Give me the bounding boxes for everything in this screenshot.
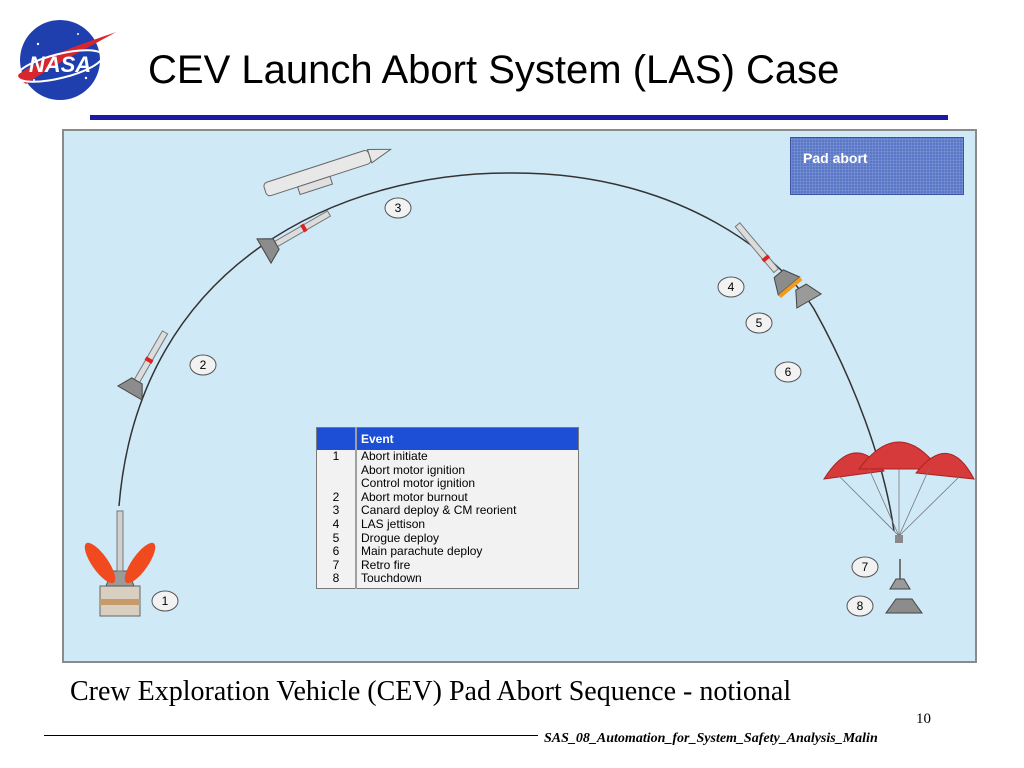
svg-text:8: 8 xyxy=(857,599,864,613)
launch-vehicle-icon xyxy=(263,148,393,197)
table-row: Control motor ignition xyxy=(316,477,579,491)
step-marker-2: 2 xyxy=(189,354,217,376)
event-header: Event xyxy=(356,427,579,450)
svg-text:3: 3 xyxy=(395,201,402,215)
svg-text:5: 5 xyxy=(756,316,763,330)
las-jettison-vehicle xyxy=(734,222,803,299)
page-number: 10 xyxy=(916,711,931,727)
step-marker-3: 3 xyxy=(384,197,412,219)
trajectory-arc xyxy=(118,172,895,532)
slide-caption: Crew Exploration Vehicle (CEV) Pad Abort… xyxy=(70,676,792,707)
crew-module-drogue xyxy=(795,283,823,309)
step-marker-1: 1 xyxy=(151,590,179,612)
touchdown-capsule xyxy=(885,598,923,614)
svg-text:6: 6 xyxy=(785,365,792,379)
trajectory-graphic: 1 2 3 4 5 6 7 8 xyxy=(84,148,975,617)
svg-text:4: 4 xyxy=(728,280,735,294)
footer-text: SAS_08_Automation_for_System_Safety_Anal… xyxy=(544,731,878,746)
nasa-logo-text: NASA xyxy=(29,52,91,77)
pad-abort-label-box: Pad abort xyxy=(790,137,964,195)
step-marker-8: 8 xyxy=(846,595,874,617)
pad-abort-label: Pad abort xyxy=(803,150,868,166)
launch-pad-vehicle xyxy=(84,510,156,617)
retro-fire-vehicle xyxy=(889,559,911,590)
las-vehicle-reorient xyxy=(256,210,332,265)
title-underline xyxy=(90,115,948,120)
table-row: Abort motor ignition xyxy=(316,463,579,478)
main-parachutes xyxy=(823,441,975,543)
step-marker-6: 6 xyxy=(774,361,802,383)
las-vehicle-ascent xyxy=(116,330,169,401)
svg-text:2: 2 xyxy=(200,358,207,372)
event-number-header xyxy=(316,427,357,450)
step-marker-5: 5 xyxy=(745,312,773,334)
nasa-logo: NASA xyxy=(16,20,116,100)
step-marker-7: 7 xyxy=(851,556,879,578)
svg-text:1: 1 xyxy=(162,594,169,608)
slide-title: CEV Launch Abort System (LAS) Case xyxy=(148,48,840,92)
footer-rule xyxy=(44,735,538,736)
step-marker-4: 4 xyxy=(717,276,745,298)
svg-text:7: 7 xyxy=(862,560,869,574)
event-table-header: Event xyxy=(316,427,579,450)
